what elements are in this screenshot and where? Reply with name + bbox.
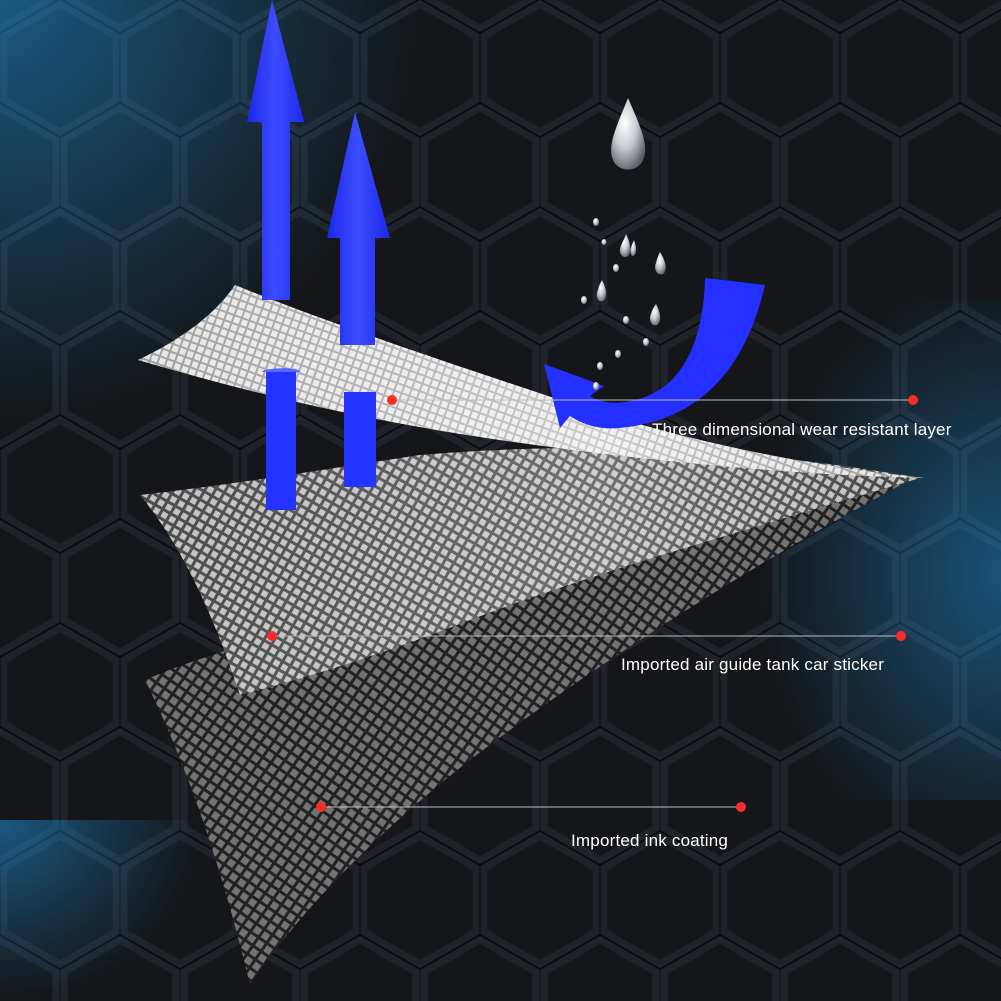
up-arrow-icon <box>327 112 390 487</box>
water-drops-scatter <box>581 218 666 390</box>
air-guide-sheet-highlight <box>140 448 920 695</box>
ink-coating-sheet <box>145 480 910 985</box>
leader-line-ink <box>316 802 746 812</box>
water-drop-icon <box>611 98 646 170</box>
label-wear-resistant-layer: Three dimensional wear resistant layer <box>652 420 952 439</box>
curved-arrow-icon <box>544 278 765 429</box>
label-air-guide-sticker: Imported air guide tank car sticker <box>621 655 885 674</box>
wear-layer-sheet-gloss <box>138 285 925 478</box>
label-ink-coating: Imported ink coating <box>571 831 729 850</box>
glow-bottom-left <box>0 820 200 1001</box>
up-arrow-icon <box>247 0 304 510</box>
leader-line-wear <box>387 395 918 405</box>
leader-line-air <box>267 631 906 641</box>
ink-coating-sheet-shade <box>145 480 910 985</box>
